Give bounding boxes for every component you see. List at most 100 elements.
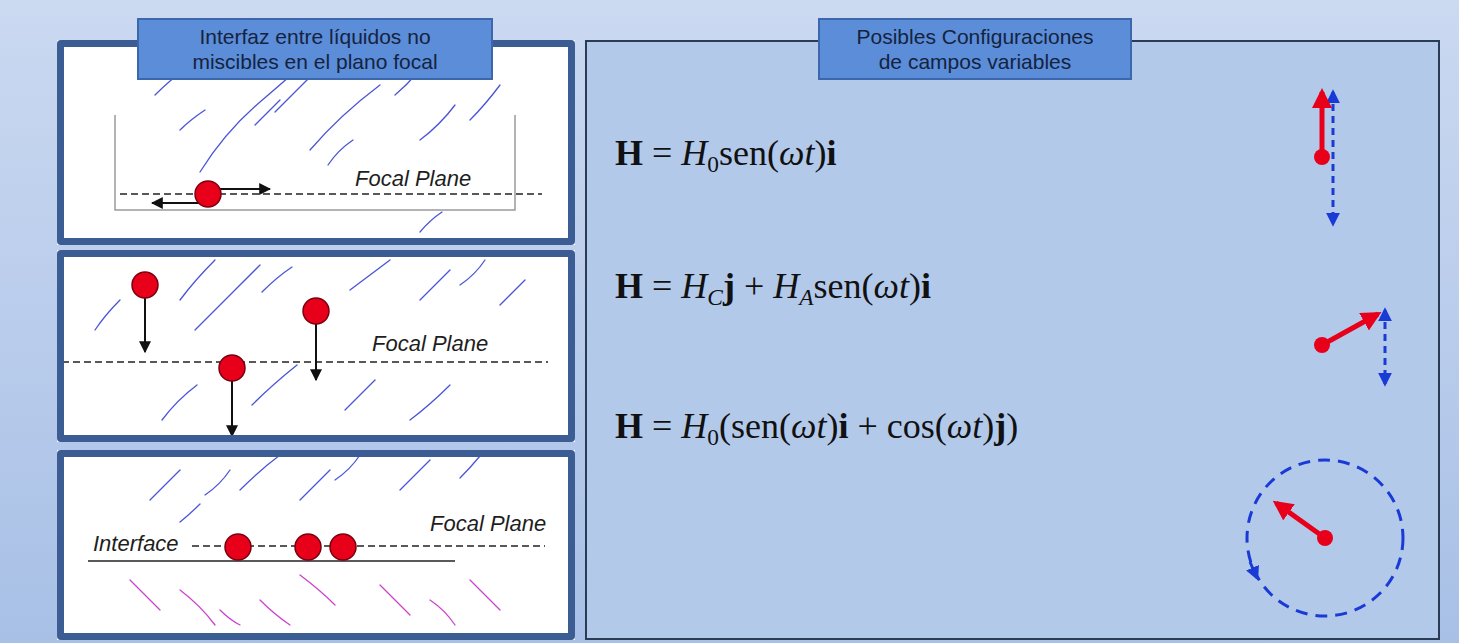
plane-label: Focal Plane <box>372 331 488 357</box>
equation-part: ωt <box>947 406 982 446</box>
squiggle <box>460 260 485 285</box>
focal-plane-line <box>120 193 542 195</box>
field-oscillation <box>1332 92 1335 224</box>
panel-ground <box>57 450 575 640</box>
particle <box>225 534 251 560</box>
liquid-texture <box>130 575 500 625</box>
rotation-arrowhead <box>1250 562 1257 578</box>
particle <box>330 534 356 560</box>
equation-part: H <box>615 133 643 173</box>
squiggle <box>200 67 300 172</box>
panel-ground <box>585 40 1440 640</box>
squiggle <box>310 85 380 150</box>
text-holder: H = H0sen(ωt)i <box>615 132 836 178</box>
header-text: Interfaz entre líquidos no miscibles en … <box>184 24 446 74</box>
equation-part: ) <box>909 266 921 306</box>
text-holder: Focal Plane <box>372 331 488 357</box>
field-equation: H = HCj + HAsen(ωt)i <box>615 265 931 311</box>
sedimentation-arrow <box>315 324 317 380</box>
equation-part: sen( <box>814 266 874 306</box>
equation-part: i <box>921 266 931 306</box>
equation-part: C <box>707 284 723 310</box>
plane-label: Focal Plane <box>355 166 471 192</box>
focal-plane-line <box>62 361 548 363</box>
equation-part: (sen( <box>719 406 791 446</box>
squiggle <box>262 267 292 292</box>
equation-part: = <box>643 406 681 446</box>
interface-line <box>88 560 455 562</box>
squiggle <box>430 600 455 625</box>
equation-part: ) <box>1006 406 1018 446</box>
squiggle <box>420 212 442 232</box>
sedimentation-arrow <box>144 298 146 352</box>
text-holder: Interface <box>93 531 179 557</box>
particle <box>132 272 158 298</box>
equation-part: j <box>723 266 735 306</box>
squiggle <box>470 85 500 120</box>
equation-part: ωt <box>874 266 909 306</box>
equation-part: H <box>615 406 643 446</box>
field-origin <box>1317 530 1333 546</box>
equation-part: i <box>838 406 848 446</box>
equation-part: 0 <box>707 151 719 177</box>
squiggle <box>410 385 450 420</box>
panel-header: Interfaz entre líquidos no miscibles en … <box>137 18 493 80</box>
particle <box>219 355 245 381</box>
interface-label: Interface <box>93 531 179 557</box>
equation-part: + <box>735 266 773 306</box>
equation-part: = <box>643 266 681 306</box>
squiggle <box>130 580 160 610</box>
squiggle <box>420 105 455 140</box>
equation-part: sen( <box>719 133 779 173</box>
equation-part: ) <box>826 406 838 446</box>
field-vector <box>1322 314 1378 345</box>
squiggle <box>470 580 500 610</box>
squiggle <box>95 300 120 330</box>
squiggle <box>328 140 353 165</box>
squiggle <box>420 270 450 300</box>
squiggle <box>300 575 335 605</box>
text-holder: Focal Plane <box>355 166 471 192</box>
equation-part: ) <box>814 133 826 173</box>
squiggle <box>252 365 297 405</box>
liquid-texture <box>95 260 525 420</box>
equation-part: A <box>799 284 813 310</box>
panel-header: Posibles Configuraciones de campos varia… <box>818 18 1132 80</box>
header-text: Posibles Configuraciones de campos varia… <box>850 24 1100 74</box>
equation-part: H <box>773 266 799 306</box>
field-origin <box>1314 337 1330 353</box>
text-holder: H = HCj + HAsen(ωt)i <box>615 265 931 311</box>
squiggle <box>350 260 390 290</box>
panel-ground <box>57 250 575 442</box>
plane-label: Focal Plane <box>430 511 546 537</box>
squiggle <box>335 455 360 480</box>
particle <box>195 181 221 207</box>
equation-part: i <box>826 133 836 173</box>
equation-part: H <box>681 266 707 306</box>
squiggle <box>300 470 330 500</box>
squiggle <box>205 470 230 495</box>
text-holder: H = H0(sen(ωt)i + cos(ωt)j) <box>615 405 1018 451</box>
squiggle <box>240 455 280 490</box>
particle <box>295 534 321 560</box>
squiggle <box>345 380 375 410</box>
squiggle <box>500 280 525 305</box>
equation-part: H <box>615 266 643 306</box>
squiggle <box>255 100 280 125</box>
equation-part: + cos( <box>848 406 946 446</box>
particle <box>303 298 329 324</box>
squiggle <box>400 460 430 490</box>
squiggle <box>260 600 290 625</box>
sedimentation-arrow <box>231 381 233 436</box>
equation-part: ) <box>982 406 994 446</box>
container-outline <box>115 115 515 210</box>
squiggle <box>460 456 480 478</box>
squiggle <box>150 470 180 500</box>
squiggle <box>180 590 215 625</box>
equation-part: ωt <box>791 406 826 446</box>
equation-part: H <box>681 406 707 446</box>
equation-part: ωt <box>779 133 814 173</box>
